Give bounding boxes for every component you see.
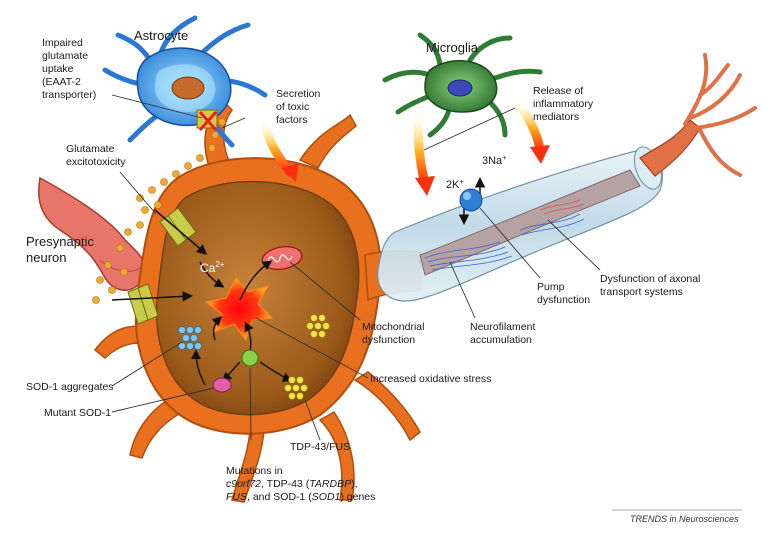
label-mutant-sod1: Mutant SOD-1 [44, 407, 111, 419]
label-microglia: Microglia [426, 40, 479, 55]
label-sod1-aggregates: SOD-1 aggregates [26, 381, 114, 393]
svg-text:Secretion: Secretion [276, 88, 321, 100]
label-presynaptic-neuron: Presynaptic neuron [26, 234, 94, 265]
label-calcium: Ca2+ [200, 260, 225, 275]
label-pump-dysfunction: Pump dysfunction [537, 281, 590, 306]
ion-pump [458, 177, 486, 225]
label-astrocyte: Astrocyte [134, 28, 188, 43]
glutamate-molecules [92, 118, 226, 304]
mutant-sod1-protein [212, 377, 232, 393]
label-glutamate-excitotoxicity: Glutamate excitotoxicity [66, 143, 126, 168]
label-mitochondrial-dysfunction: Mitochondrial dysfunction [362, 321, 424, 346]
svg-text:c9orf72, TDP-43 (TARDBP),: c9orf72, TDP-43 (TARDBP), [226, 478, 358, 490]
glutamate-receptor-lower [111, 283, 193, 325]
glutamate-receptor-upper [154, 207, 208, 255]
sod1-aggregate-cluster [178, 326, 202, 350]
svg-text:mediators: mediators [533, 111, 579, 123]
oxidative-stress-burst [204, 277, 274, 342]
microglia-cell [382, 32, 543, 138]
svg-text:of toxic: of toxic [276, 101, 309, 113]
toxic-factor-arrows [260, 100, 550, 196]
label-increased-oxidative-stress: Increased oxidative stress [370, 373, 491, 385]
svg-text:Glutamate: Glutamate [66, 143, 115, 155]
svg-text:Pump: Pump [537, 281, 565, 293]
svg-text:Mitochondrial: Mitochondrial [362, 321, 424, 333]
svg-text:FUS, and SOD-1 (SOD1) genes: FUS, and SOD-1 (SOD1) genes [226, 491, 375, 503]
label-sodium: 3Na+ [482, 155, 506, 167]
tdp43-fus-cluster-lower [284, 376, 308, 400]
label-axonal-transport: Dysfunction of axonal transport systems [600, 273, 700, 298]
leader-lines [111, 94, 601, 441]
mutation-gene-ball [241, 349, 259, 367]
tdp43-fus-cluster-upper [306, 314, 330, 338]
label-release-inflammatory: Release of inflammatory mediators [533, 85, 594, 123]
svg-text:factors: factors [276, 114, 308, 126]
astrocyte-cell [102, 15, 268, 148]
svg-text:TRENDS in Neurosciences: TRENDS in Neurosciences [630, 514, 739, 524]
svg-text:Dysfunction of axonal: Dysfunction of axonal [600, 273, 700, 285]
svg-text:transport systems: transport systems [600, 286, 683, 298]
label-secretion-toxic: Secretion of toxic factors [276, 88, 321, 126]
label-potassium: 2K+ [446, 179, 464, 191]
svg-text:inflammatory: inflammatory [533, 98, 594, 110]
svg-text:uptake: uptake [42, 63, 74, 75]
svg-text:transporter): transporter) [42, 89, 96, 101]
axon [364, 53, 757, 302]
svg-text:excitotoxicity: excitotoxicity [66, 156, 126, 168]
svg-text:dysfunction: dysfunction [537, 294, 590, 306]
svg-text:dysfunction: dysfunction [362, 334, 415, 346]
svg-text:Impaired: Impaired [42, 37, 83, 49]
svg-text:Neurofilament: Neurofilament [470, 321, 535, 333]
svg-text:Presynaptic: Presynaptic [26, 234, 94, 249]
label-mutations: Mutations in c9orf72, TDP-43 (TARDBP), F… [226, 465, 375, 503]
source-credit: TRENDS in Neurosciences [612, 509, 742, 524]
svg-text:Mutations in: Mutations in [226, 465, 283, 477]
svg-text:glutamate: glutamate [42, 50, 88, 62]
svg-text:(EAAT-2: (EAAT-2 [42, 76, 81, 88]
label-tdp43-fus: TDP-43/FUS [290, 441, 350, 453]
svg-text:neuron: neuron [26, 250, 66, 265]
label-neurofilament-accumulation: Neurofilament accumulation [470, 321, 535, 346]
presynaptic-neuron [38, 176, 146, 291]
svg-text:accumulation: accumulation [470, 334, 532, 346]
svg-text:Release of: Release of [533, 85, 583, 97]
label-impaired-glutamate: Impaired glutamate uptake (EAAT-2 transp… [42, 37, 96, 101]
